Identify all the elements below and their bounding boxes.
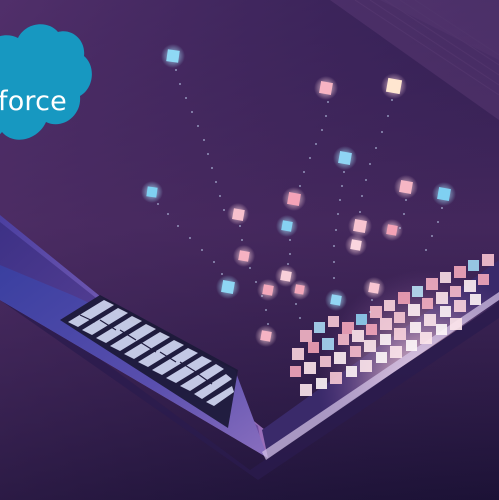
pixel-tiles	[141, 44, 494, 396]
particle-trails	[157, 69, 443, 325]
keyboard-key-gaps	[79, 314, 213, 385]
laptop-base-edge	[0, 285, 499, 480]
cloud-icon	[0, 24, 92, 140]
floating-tiles	[141, 44, 456, 347]
light-streaks	[330, 0, 499, 120]
logo-text: force	[0, 86, 67, 117]
tile-cluster	[290, 254, 494, 396]
keyboard	[60, 295, 238, 428]
salesforce-logo: force	[0, 24, 92, 140]
